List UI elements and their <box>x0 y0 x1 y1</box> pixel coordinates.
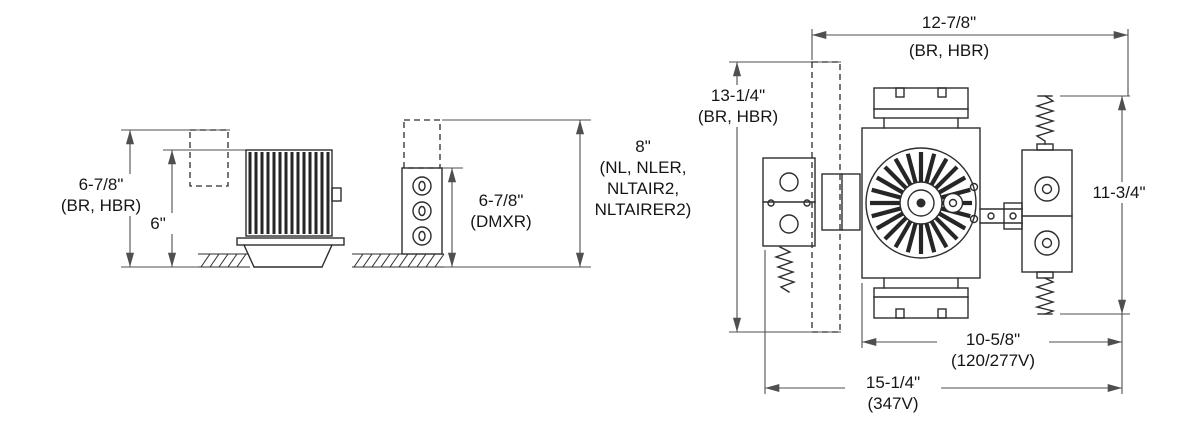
dim-value: 6" <box>150 214 166 233</box>
screw <box>767 199 775 207</box>
mounting-frame-side <box>236 237 345 246</box>
knockout <box>412 201 432 221</box>
driver-box-dashed-outline <box>403 119 441 169</box>
dim-variant: NLTAIRER2) <box>594 200 692 219</box>
plan-view-dimension-lines <box>729 29 1130 394</box>
hanger-bar-dashed-outline <box>811 61 841 333</box>
dim-label-plan-width-120-277v: 10-5/8" (120/277V) <box>937 329 1049 371</box>
junction-box-left <box>762 157 816 247</box>
dim-value: 8" <box>635 137 651 156</box>
knockout <box>779 172 799 192</box>
plan-view-drawing <box>729 29 1130 394</box>
heatsink-fins <box>248 152 330 234</box>
dim-variant: (BR, HBR) <box>60 196 142 215</box>
ceiling-section-right <box>352 253 445 268</box>
dim-value: 11-3/4" <box>1092 183 1146 202</box>
dim-label-plan-width-top: 12-7/8" (BR, HBR) <box>893 12 1005 61</box>
screw <box>1009 212 1017 220</box>
battery-box-dashed-outline <box>189 129 229 187</box>
dim-value: 12-7/8" <box>921 13 977 32</box>
bracket-notch <box>895 308 905 319</box>
bracket-notch <box>937 87 947 98</box>
mounting-frame-plan <box>861 127 981 279</box>
screw <box>803 199 811 207</box>
junction-box-bracket-right <box>979 202 1023 230</box>
wire-entry-tab <box>331 187 342 202</box>
dim-value: 15-1/4" <box>865 373 921 392</box>
dim-value: 6-7/8" <box>478 191 524 210</box>
mounting-screw <box>969 182 979 192</box>
side-view-drawing <box>121 119 591 268</box>
knockout <box>1034 230 1060 256</box>
hanger-bar-slide <box>821 173 861 231</box>
dim-value: 6-7/8" <box>78 175 124 194</box>
dim-label-plan-width-347v: 15-1/4" (347V) <box>845 372 941 414</box>
dim-variant: (120/277V) <box>950 351 1036 370</box>
ceiling-section-left <box>198 253 250 268</box>
screw <box>987 212 995 220</box>
dim-value: 10-5/8" <box>965 330 1021 349</box>
dim-label-plan-height-left: 13-1/4" (BR, HBR) <box>691 85 785 127</box>
fan-hub-center <box>916 198 926 208</box>
bracket-notch <box>895 87 905 98</box>
dim-label-side-height-inner: 6" <box>142 213 174 234</box>
dim-value: 13-1/4" <box>710 86 766 105</box>
fan-blades <box>870 152 972 254</box>
spring-right-top <box>1034 95 1056 151</box>
trim-cone <box>243 244 333 268</box>
knockout <box>412 226 432 246</box>
spring-right-bottom <box>1034 271 1056 315</box>
dim-label-side-height-nl: 8" (NL, NLER, NLTAIR2, NLTAIRER2) <box>588 136 698 220</box>
sensor-port <box>942 192 964 214</box>
bottom-mounting-bracket <box>873 277 969 319</box>
dim-label-side-height-dmxr: 6-7/8" (DMXR) <box>458 190 544 232</box>
knockout <box>779 214 799 234</box>
dim-label-side-height-br-hbr: 6-7/8" (BR, HBR) <box>54 174 148 216</box>
dim-variant: NLTAIR2, <box>606 179 680 198</box>
dim-variant: (347V) <box>867 394 919 413</box>
top-mounting-bracket <box>873 87 969 129</box>
knockout <box>412 176 432 196</box>
knockout <box>1034 176 1060 202</box>
torsion-spring-left <box>773 246 797 293</box>
mounting-screw <box>969 214 979 224</box>
junction-box-right <box>1021 149 1073 273</box>
dim-variant: (DMXR) <box>470 212 532 231</box>
dim-variant: (NL, NLER, <box>599 158 687 177</box>
dim-variant: (BR, HBR) <box>697 107 779 126</box>
heatsink <box>245 149 342 237</box>
junction-box-side <box>401 167 443 255</box>
fan-assembly <box>865 147 979 259</box>
dim-label-plan-height-right: 11-3/4" <box>1080 182 1158 203</box>
side-view-dimension-lines <box>121 119 591 268</box>
bracket-notch <box>937 308 947 319</box>
dim-variant: (BR, HBR) <box>908 41 990 60</box>
